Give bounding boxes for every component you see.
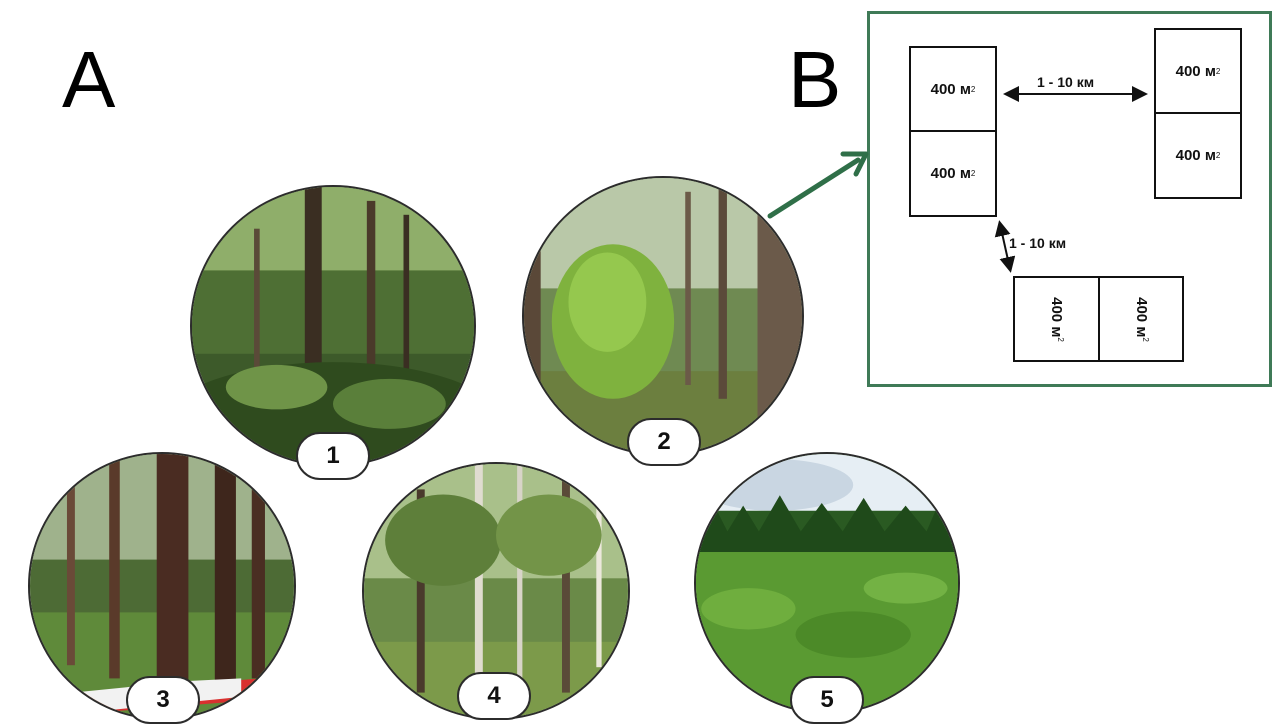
forest-photo-2 [522, 176, 804, 456]
photo-3-number-badge: 3 [126, 676, 200, 724]
plot-area-label: 400 м [930, 80, 971, 98]
plot-square: 400 м2 [1098, 276, 1184, 362]
photo-5-number-badge: 5 [790, 676, 864, 724]
photo-2-number-badge: 2 [627, 418, 701, 466]
plot-area-unit-sup: 2 [1215, 66, 1221, 76]
photo-4-number-badge: 4 [457, 672, 531, 720]
forest-photo-5 [694, 452, 960, 714]
plot-area-label: 400 м [930, 165, 971, 182]
distance-label-vertical: 1 - 10 км [1009, 235, 1067, 251]
panel-a-label: A [62, 35, 116, 124]
plot-area-label: 400 м [1175, 147, 1216, 164]
plot-area-unit-sup: 2 [970, 84, 976, 94]
plot-area-label: 400 м [1175, 62, 1216, 80]
distance-arrows [994, 86, 1148, 273]
vertical-distance-arrow [994, 220, 1016, 273]
plot-area-unit-sup: 2 [1215, 151, 1221, 160]
photo-1-number-badge: 1 [296, 432, 370, 480]
plot-area-unit-sup: 2 [970, 169, 976, 178]
forest-photo-1 [190, 185, 476, 467]
panel-b-label: B [788, 35, 842, 124]
